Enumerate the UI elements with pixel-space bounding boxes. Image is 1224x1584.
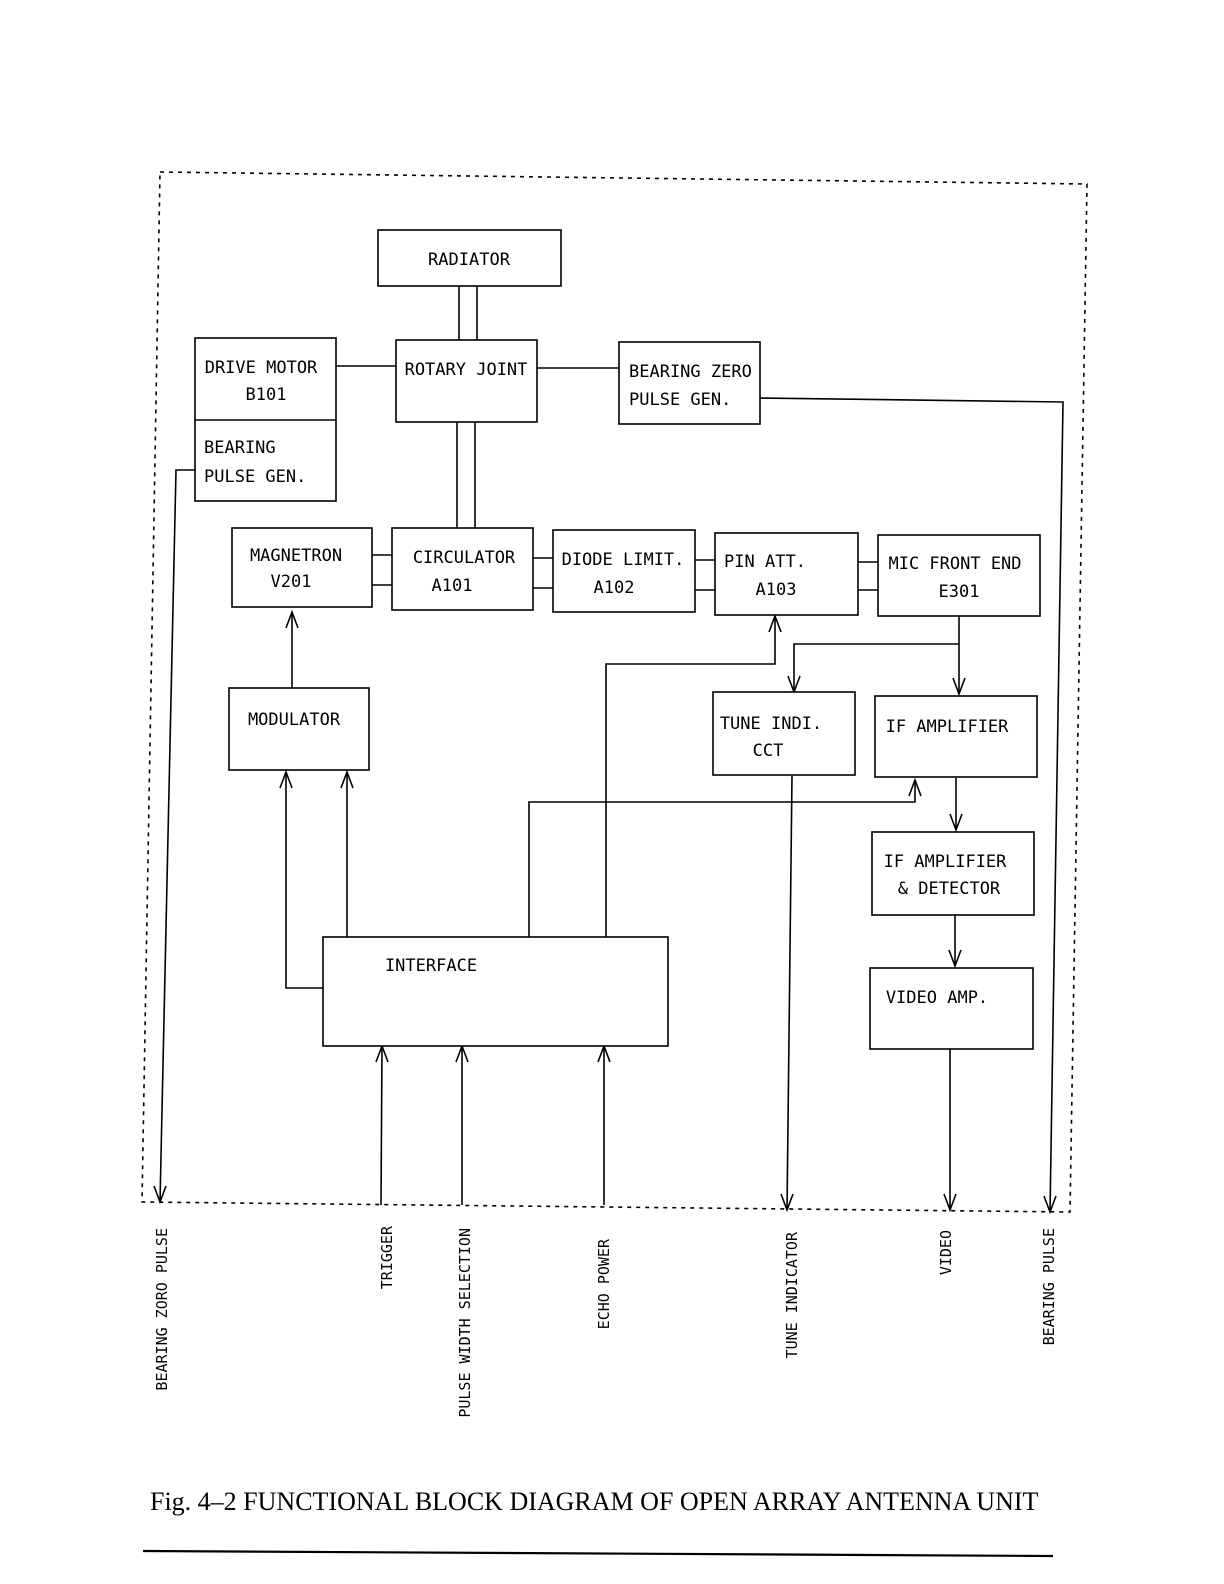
signal-video: VIDEO <box>937 1230 955 1275</box>
bearing-zero-pulse-gen-label-2: PULSE GEN. <box>629 390 731 410</box>
pin-att-label-1: PIN ATT. <box>724 552 806 572</box>
bearing-zero-pulse-gen-block: BEARING ZERO PULSE GEN. <box>618 341 761 425</box>
diode-limit-label-1: DIODE LIMIT. <box>562 550 685 570</box>
caption-rule <box>142 1549 1054 1558</box>
diode-limit-block: DIODE LIMIT. A102 <box>552 529 696 613</box>
radiator-label-1: RADIATOR <box>428 250 511 270</box>
modulator-label-1: MODULATOR <box>248 710 341 730</box>
if-amplifier-detector-label-1: IF AMPLIFIER <box>884 852 1008 872</box>
radiator-block: RADIATOR <box>377 229 562 287</box>
interface-block: INTERFACE <box>322 936 669 1047</box>
pin-att-label-2: A103 <box>756 580 797 600</box>
tune-indi-block: TUNE INDI. CCT <box>712 691 856 776</box>
mic-front-end-label-1: MIC FRONT END <box>888 554 1021 574</box>
connections <box>159 365 1064 1213</box>
signal-echo-power: ECHO POWER <box>595 1238 613 1329</box>
modulator-block: MODULATOR <box>228 687 370 771</box>
drive-motor-label-1: DRIVE MOTOR <box>205 358 318 378</box>
drive-motor-label-2: B101 <box>246 385 287 405</box>
video-amp-label-1: VIDEO AMP. <box>886 988 988 1008</box>
if-amplifier-label-1: IF AMPLIFIER <box>886 717 1010 737</box>
unit-boundary <box>141 171 1088 1213</box>
circulator-label-1: CIRCULATOR <box>413 548 516 568</box>
signal-labels: BEARING ZORO PULSE TRIGGER PULSE WIDTH S… <box>153 1225 1058 1418</box>
circulator-label-2: A101 <box>432 576 473 596</box>
waveguides <box>372 286 878 591</box>
if-amplifier-detector-block: IF AMPLIFIER & DETECTOR <box>871 831 1035 916</box>
signal-tune-indicator: TUNE INDICATOR <box>783 1231 801 1358</box>
diode-limit-label-2: A102 <box>594 578 635 598</box>
tune-indi-label-2: CCT <box>753 741 784 761</box>
figure-caption: Fig. 4–2 FUNCTIONAL BLOCK DIAGRAM OF OPE… <box>150 1487 1039 1516</box>
mic-front-end-label-2: E301 <box>939 582 980 602</box>
signal-bearing-pulse: BEARING PULSE <box>1040 1228 1058 1345</box>
tune-indi-label-1: TUNE INDI. <box>720 714 822 734</box>
magnetron-label-2: V201 <box>271 572 312 592</box>
bearing-zero-pulse-gen-label-1: BEARING ZERO <box>629 362 752 382</box>
drive-motor-block: DRIVE MOTOR B101 <box>194 337 337 502</box>
mic-front-end-block: MIC FRONT END E301 <box>877 534 1041 617</box>
circulator-block: CIRCULATOR A101 <box>391 527 534 611</box>
bearing-pulse-gen-label-1: BEARING <box>204 438 276 458</box>
signal-bearing-zero-pulse: BEARING ZORO PULSE <box>153 1228 171 1391</box>
pin-att-block: PIN ATT. A103 <box>714 532 859 616</box>
interface-label-1: INTERFACE <box>385 956 477 976</box>
video-amp-block: VIDEO AMP. <box>869 967 1034 1050</box>
bearing-pulse-gen-block: BEARING PULSE GEN. <box>204 438 306 487</box>
if-amplifier-block: IF AMPLIFIER <box>874 695 1038 778</box>
signal-trigger: TRIGGER <box>378 1225 396 1289</box>
rotary-joint-block: ROTARY JOINT <box>395 339 538 423</box>
bearing-pulse-gen-label-2: PULSE GEN. <box>204 467 306 487</box>
magnetron-block: MAGNETRON V201 <box>231 527 373 608</box>
if-amplifier-detector-label-2: & DETECTOR <box>898 879 1001 899</box>
signal-pulse-width-selection: PULSE WIDTH SELECTION <box>456 1228 474 1418</box>
magnetron-label-1: MAGNETRON <box>250 546 342 566</box>
rotary-joint-label-1: ROTARY JOINT <box>405 360 528 380</box>
